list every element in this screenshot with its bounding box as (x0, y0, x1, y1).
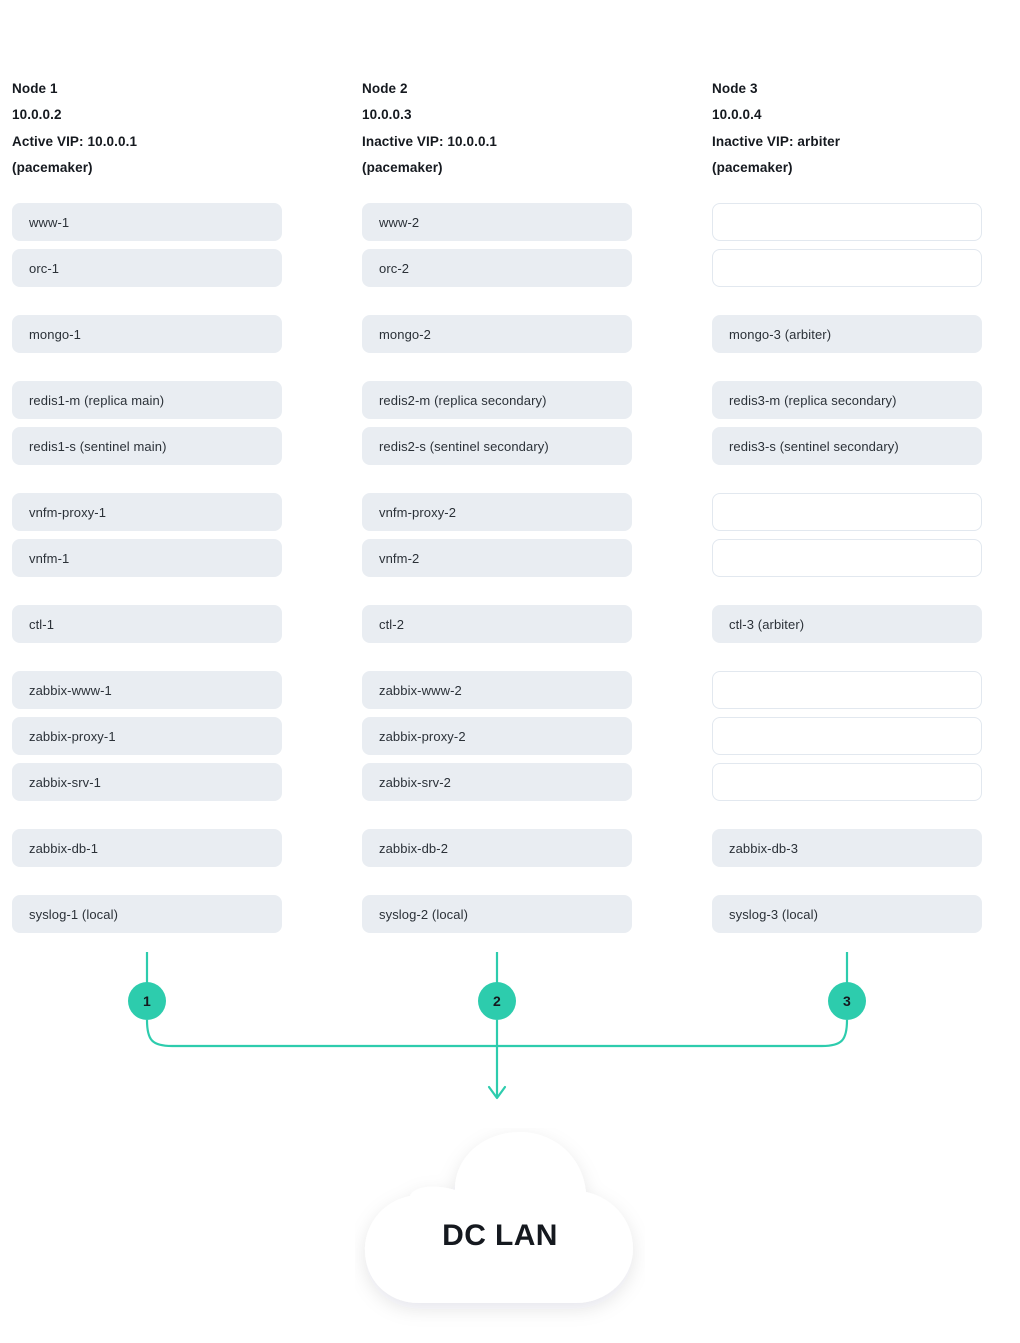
service-group: ctl-2 (362, 605, 632, 644)
service-box[interactable]: zabbix-db-3 (712, 829, 982, 868)
node-vip: Active VIP: 10.0.0.1 (12, 133, 138, 149)
service-box[interactable]: www-1 (12, 203, 282, 242)
service-box[interactable]: www-2 (362, 203, 632, 242)
service-group: vnfm-proxy-2 vnfm-2 (362, 493, 632, 578)
service-box[interactable]: orc-2 (362, 249, 632, 288)
service-box[interactable]: vnfm-1 (12, 539, 282, 578)
node-header-2: Node 2 10.0.0.3 Inactive VIP: 10.0.0.1 (… (362, 0, 632, 181)
node-name: Node 3 (712, 81, 758, 96)
node-badge-3[interactable]: 3 (828, 982, 866, 1020)
service-box[interactable]: ctl-2 (362, 605, 632, 644)
cloud-icon (365, 1132, 633, 1303)
service-box[interactable]: zabbix-proxy-1 (12, 717, 282, 756)
node-name: Node 1 (12, 81, 58, 96)
node-vip: Inactive VIP: arbiter (712, 133, 841, 149)
service-group: syslog-2 (local) (362, 895, 632, 934)
service-box[interactable]: redis3-s (sentinel secondary) (712, 427, 982, 466)
service-box[interactable]: zabbix-proxy-2 (362, 717, 632, 756)
service-box[interactable]: ctl-1 (12, 605, 282, 644)
service-group: zabbix-www-1 zabbix-proxy-1 zabbix-srv-1 (12, 671, 282, 802)
service-box[interactable]: vnfm-2 (362, 539, 632, 578)
node-badge-2[interactable]: 2 (478, 982, 516, 1020)
service-box[interactable]: zabbix-www-2 (362, 671, 632, 710)
service-group: ctl-1 (12, 605, 282, 644)
service-box-empty[interactable] (712, 671, 982, 710)
node-column-2: Node 2 10.0.0.3 Inactive VIP: 10.0.0.1 (… (362, 0, 632, 934)
service-group (712, 203, 982, 288)
node-ip: 10.0.0.2 (12, 107, 62, 123)
service-box[interactable]: zabbix-db-1 (12, 829, 282, 868)
service-box[interactable]: redis3-m (replica secondary) (712, 381, 982, 420)
service-box[interactable]: zabbix-srv-2 (362, 763, 632, 802)
service-group: vnfm-proxy-1 vnfm-1 (12, 493, 282, 578)
service-group: zabbix-www-2 zabbix-proxy-2 zabbix-srv-2 (362, 671, 632, 802)
service-box[interactable]: mongo-3 (arbiter) (712, 315, 982, 354)
node-columns: Node 1 10.0.0.2 Active VIP: 10.0.0.1 (pa… (12, 0, 982, 934)
service-box[interactable]: redis1-m (replica main) (12, 381, 282, 420)
node-manager: (pacemaker) (12, 159, 93, 175)
service-group: mongo-2 (362, 315, 632, 354)
service-group: syslog-1 (local) (12, 895, 282, 934)
service-group: redis2-m (replica secondary) redis2-s (s… (362, 381, 632, 466)
service-box-empty[interactable] (712, 203, 982, 242)
service-box[interactable]: syslog-3 (local) (712, 895, 982, 934)
node-column-1: Node 1 10.0.0.2 Active VIP: 10.0.0.1 (pa… (12, 0, 282, 934)
node-header-1: Node 1 10.0.0.2 Active VIP: 10.0.0.1 (pa… (12, 0, 282, 181)
service-group: www-2 orc-2 (362, 203, 632, 288)
service-box[interactable]: syslog-2 (local) (362, 895, 632, 934)
service-group: redis3-m (replica secondary) redis3-s (s… (712, 381, 982, 466)
service-box[interactable]: mongo-1 (12, 315, 282, 354)
node-header-3: Node 3 10.0.0.4 Inactive VIP: arbiter (p… (712, 0, 982, 181)
node-name: Node 2 (362, 81, 408, 96)
service-box[interactable]: redis1-s (sentinel main) (12, 427, 282, 466)
service-group: syslog-3 (local) (712, 895, 982, 934)
service-box[interactable]: ctl-3 (arbiter) (712, 605, 982, 644)
node-column-3: Node 3 10.0.0.4 Inactive VIP: arbiter (p… (712, 0, 982, 934)
service-group (712, 493, 982, 578)
service-box[interactable]: mongo-2 (362, 315, 632, 354)
service-group: ctl-3 (arbiter) (712, 605, 982, 644)
service-group: www-1 orc-1 (12, 203, 282, 288)
arrow-down-icon (487, 1085, 507, 1100)
service-group: mongo-3 (arbiter) (712, 315, 982, 354)
node-ip: 10.0.0.4 (712, 107, 762, 123)
node-manager: (pacemaker) (362, 159, 443, 175)
node-badge-1[interactable]: 1 (128, 982, 166, 1020)
connector-curve-1 (145, 1019, 497, 1048)
node-manager: (pacemaker) (712, 159, 793, 175)
service-box-empty[interactable] (712, 493, 982, 532)
service-group (712, 671, 982, 802)
service-box[interactable]: zabbix-www-1 (12, 671, 282, 710)
service-group: redis1-m (replica main) redis1-s (sentin… (12, 381, 282, 466)
service-group: zabbix-db-1 (12, 829, 282, 868)
service-box-empty[interactable] (712, 249, 982, 288)
service-box[interactable]: redis2-m (replica secondary) (362, 381, 632, 420)
service-box[interactable]: vnfm-proxy-2 (362, 493, 632, 532)
service-box-empty[interactable] (712, 763, 982, 802)
connector-curve-3 (497, 1019, 849, 1048)
network-connectors (145, 952, 849, 1100)
node-ip: 10.0.0.3 (362, 107, 412, 123)
service-group: mongo-1 (12, 315, 282, 354)
service-box-empty[interactable] (712, 539, 982, 578)
service-box[interactable]: orc-1 (12, 249, 282, 288)
service-group: zabbix-db-3 (712, 829, 982, 868)
service-box[interactable]: syslog-1 (local) (12, 895, 282, 934)
service-group: zabbix-db-2 (362, 829, 632, 868)
service-box[interactable]: redis2-s (sentinel secondary) (362, 427, 632, 466)
node-vip: Inactive VIP: 10.0.0.1 (362, 133, 498, 149)
service-box[interactable]: zabbix-srv-1 (12, 763, 282, 802)
service-box-empty[interactable] (712, 717, 982, 756)
service-box[interactable]: vnfm-proxy-1 (12, 493, 282, 532)
service-box[interactable]: zabbix-db-2 (362, 829, 632, 868)
network-cloud[interactable]: DC LAN (355, 1128, 645, 1333)
